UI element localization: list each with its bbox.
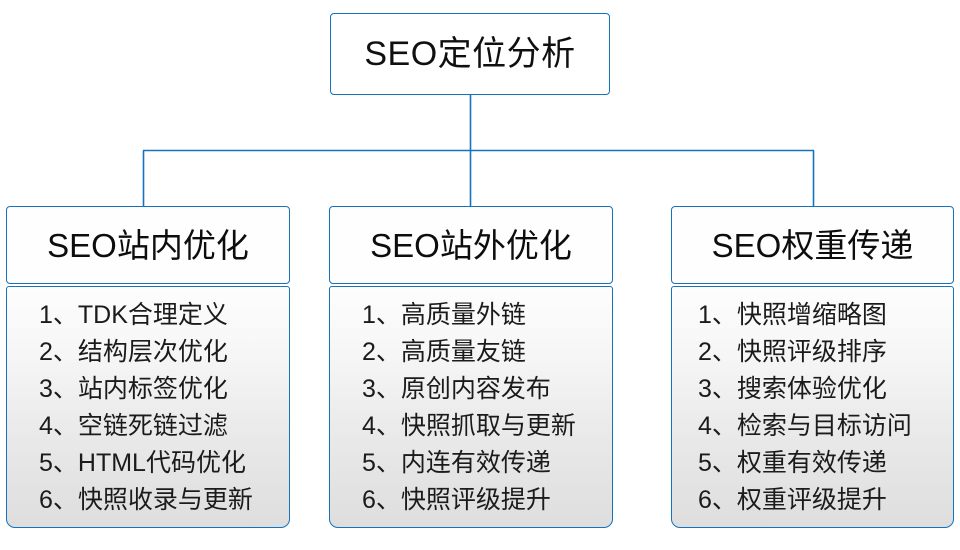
list-item: 5、HTML代码优化 xyxy=(39,449,246,477)
root-node-title: SEO定位分析 xyxy=(364,35,576,73)
list-item: 6、快照评级提升 xyxy=(362,486,551,514)
branch-header-3[interactable]: SEO权重传递 xyxy=(671,206,954,284)
list-item: 2、快照评级排序 xyxy=(698,338,887,366)
list-item: 3、搜索体验优化 xyxy=(698,375,887,403)
list-item: 1、高质量外链 xyxy=(362,301,526,329)
list-item: 5、内连有效传递 xyxy=(362,449,551,477)
branch-list-2: 1、高质量外链 2、高质量友链 3、原创内容发布 4、快照抓取与更新 5、内连有… xyxy=(329,286,613,528)
list-item: 1、快照增缩略图 xyxy=(698,301,887,329)
list-item: 2、结构层次优化 xyxy=(39,338,228,366)
branch-column-1: SEO站内优化 1、TDK合理定义 2、结构层次优化 3、站内标签优化 4、空链… xyxy=(6,206,290,528)
list-item: 6、快照收录与更新 xyxy=(39,486,253,514)
branch-column-2: SEO站外优化 1、高质量外链 2、高质量友链 3、原创内容发布 4、快照抓取与… xyxy=(329,206,613,528)
list-item: 5、权重有效传递 xyxy=(698,449,887,477)
branch-header-title-2: SEO站外优化 xyxy=(370,226,572,264)
list-item: 3、站内标签优化 xyxy=(39,375,228,403)
branch-list-3: 1、快照增缩略图 2、快照评级排序 3、搜索体验优化 4、检索与目标访问 5、权… xyxy=(671,286,954,528)
list-item: 4、检索与目标访问 xyxy=(698,412,912,440)
list-item: 2、高质量友链 xyxy=(362,338,526,366)
list-item: 4、空链死链过滤 xyxy=(39,412,228,440)
branch-list-1: 1、TDK合理定义 2、结构层次优化 3、站内标签优化 4、空链死链过滤 5、H… xyxy=(6,286,290,528)
branch-header-2[interactable]: SEO站外优化 xyxy=(329,206,613,284)
list-item: 1、TDK合理定义 xyxy=(39,301,228,329)
list-item: 6、权重评级提升 xyxy=(698,486,887,514)
branch-column-3: SEO权重传递 1、快照增缩略图 2、快照评级排序 3、搜索体验优化 4、检索与… xyxy=(671,206,954,528)
branch-header-1[interactable]: SEO站内优化 xyxy=(6,206,290,284)
branch-header-title-3: SEO权重传递 xyxy=(711,226,914,264)
branch-header-title-1: SEO站内优化 xyxy=(47,226,249,264)
list-item: 3、原创内容发布 xyxy=(362,375,551,403)
root-node[interactable]: SEO定位分析 xyxy=(330,13,610,95)
list-item: 4、快照抓取与更新 xyxy=(362,412,576,440)
